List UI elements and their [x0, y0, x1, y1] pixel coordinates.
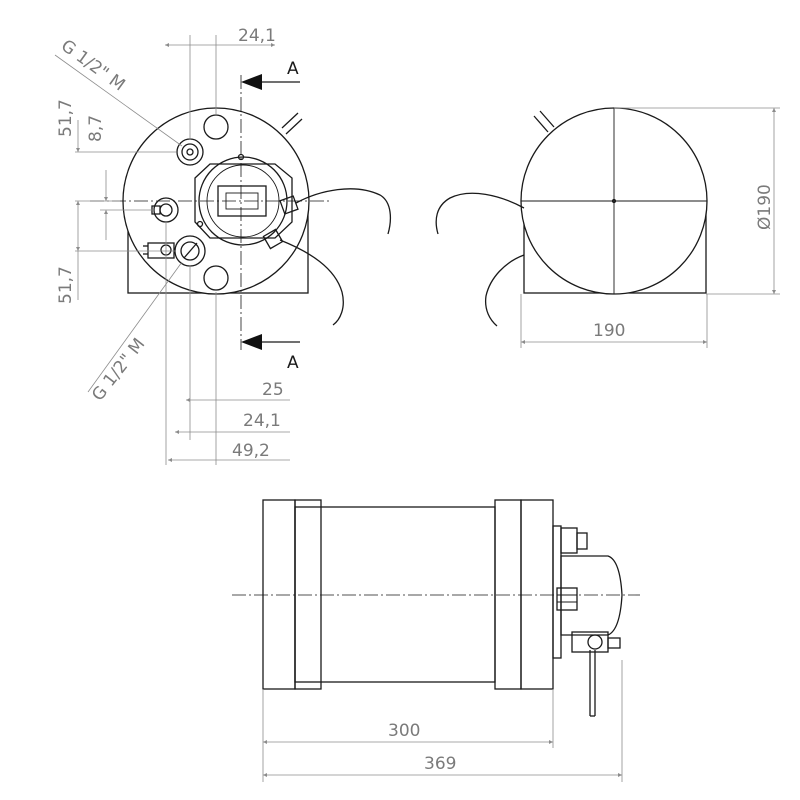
dim-49-2: 49,2: [232, 441, 270, 461]
thread-label-bottom: G 1/2" M: [88, 335, 149, 405]
drain-valve: [147, 242, 175, 259]
dim-51-7-bottom: 51,7: [56, 266, 76, 304]
side-cable-lower: [484, 254, 525, 327]
dim-51-7-top: 51,7: [56, 99, 76, 137]
side-cable-upper: [435, 192, 525, 235]
section-label-top: A: [287, 59, 299, 79]
band-left: [294, 499, 322, 690]
dim-24-1-top: 24,1: [238, 26, 276, 46]
side-view: [435, 107, 780, 348]
thermostat-housing: [194, 163, 293, 239]
dim-diameter-190: Ø190: [755, 184, 775, 230]
section-label-bottom: A: [287, 353, 299, 373]
top-fitting: [560, 527, 578, 554]
power-cable-upper: [295, 188, 392, 235]
dim-length-300: 300: [388, 721, 420, 741]
dim-8-7: 8,7: [86, 115, 106, 142]
cable-gland: [279, 195, 299, 215]
end-cap-right: [520, 499, 554, 690]
dim-length-369: 369: [424, 754, 456, 774]
end-cap-left: [262, 499, 296, 690]
dim-25: 25: [262, 380, 284, 400]
tank-body: [294, 506, 496, 683]
thread-label-top: G 1/2" M: [57, 36, 128, 96]
power-cable-lower: [279, 239, 344, 326]
mounting-hole-bottom: [203, 265, 229, 291]
front-view: [54, 35, 392, 465]
dim-24-1-bottom: 24,1: [243, 411, 281, 431]
dim-width-190: 190: [593, 321, 625, 341]
thermostat-box: [560, 555, 623, 636]
length-view: [232, 499, 640, 782]
band-right: [494, 499, 522, 690]
